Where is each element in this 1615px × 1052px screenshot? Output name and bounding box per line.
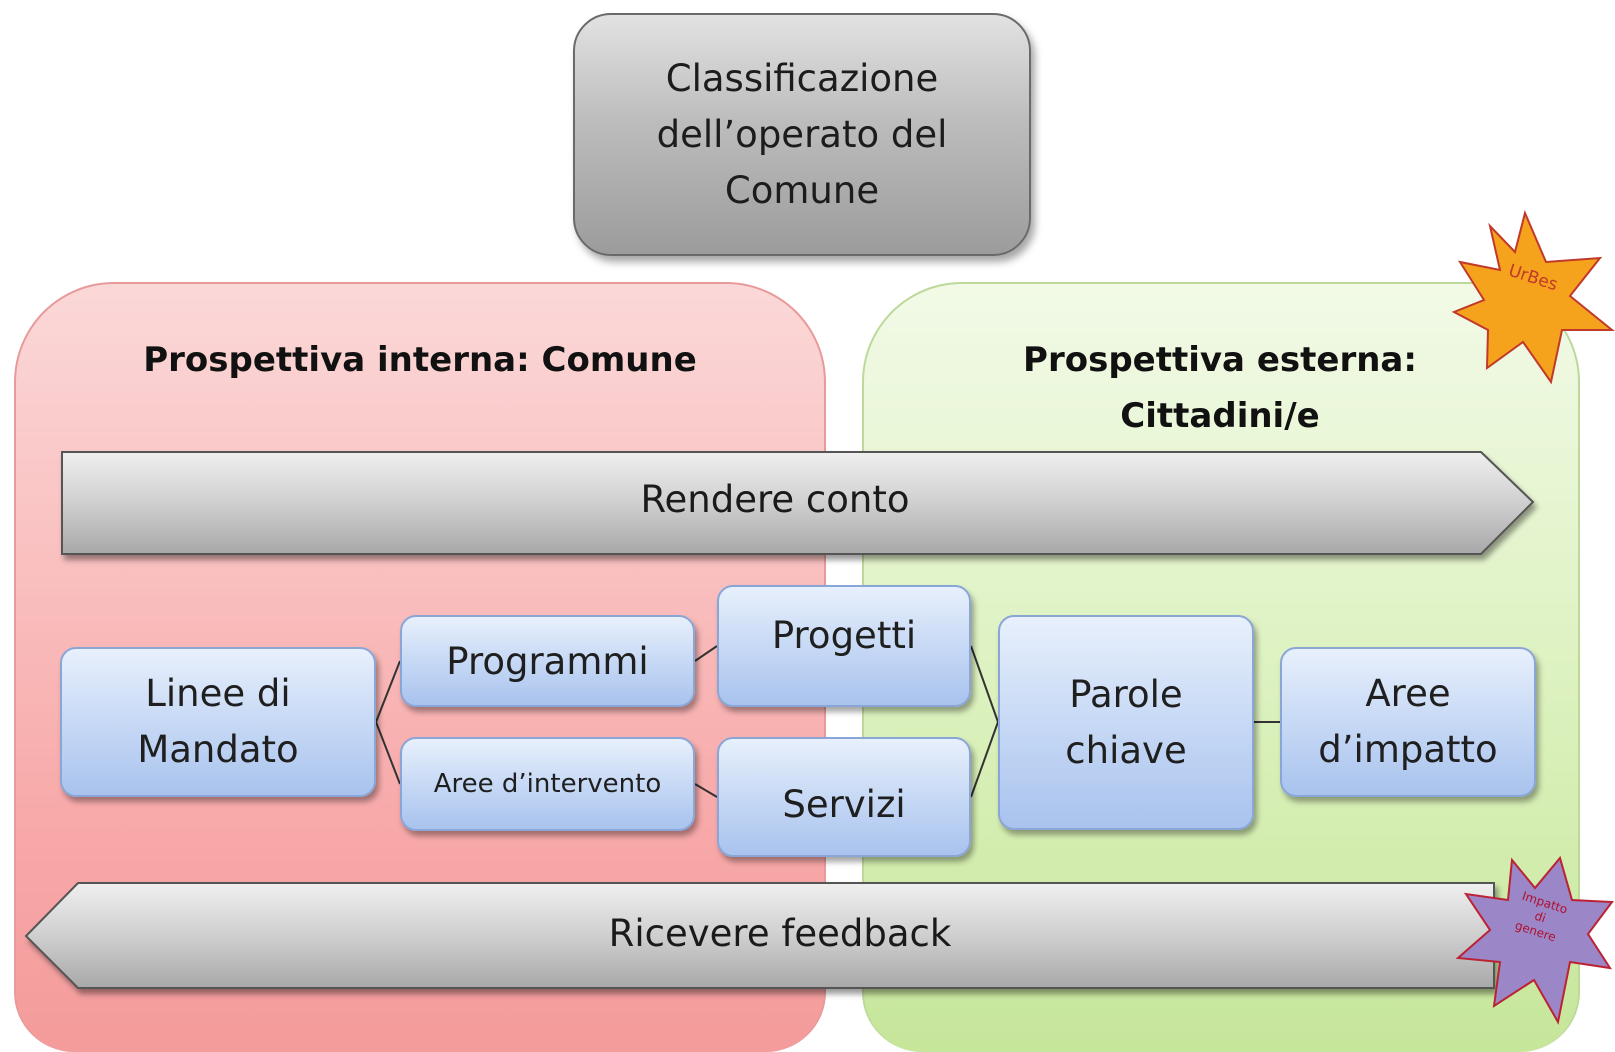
classification-title: Classificazione dell’operato del Comune xyxy=(656,56,948,212)
node-programmi: Programmi xyxy=(400,615,695,707)
impatto-star-icon xyxy=(1455,855,1614,1025)
ricevere-feedback-arrow xyxy=(24,882,1495,989)
classification-title-box: Classificazione dell’operato del Comune xyxy=(573,13,1031,256)
internal-perspective-title: Prospettiva interna: Comune xyxy=(143,340,697,380)
rendere-conto-label: Rendere conto xyxy=(640,478,910,521)
node-aree-intervento: Aree d’intervento xyxy=(400,737,695,831)
node-aree-impatto: Aree d’impatto xyxy=(1280,647,1536,797)
node-progetti: Progetti xyxy=(717,585,971,707)
connector-lines xyxy=(375,645,1280,798)
node-linee-di-mandato: Linee di Mandato xyxy=(60,647,376,797)
rendere-conto-arrow xyxy=(61,451,1535,555)
ricevere-feedback-label: Ricevere feedback xyxy=(608,912,952,955)
node-servizi: Servizi xyxy=(717,737,971,857)
urbes-star-icon xyxy=(1451,209,1615,385)
node-parole-chiave: Parole chiave xyxy=(998,615,1254,830)
